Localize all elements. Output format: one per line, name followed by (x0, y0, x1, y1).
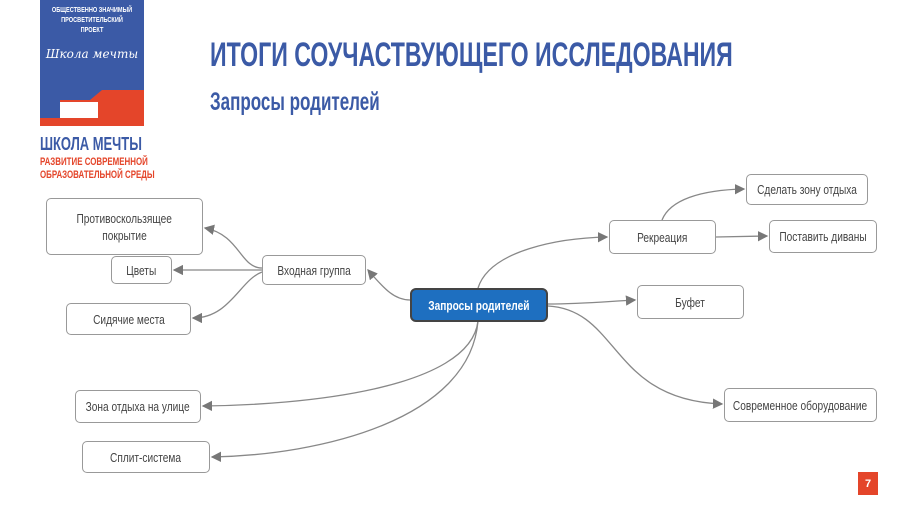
node-label: Противоскользящее (76, 210, 173, 226)
edge (203, 224, 263, 269)
edge (367, 269, 411, 301)
node-equipment[interactable]: Современное оборудование (724, 388, 877, 422)
page-number: 7 (858, 472, 878, 495)
house-icon (40, 90, 144, 126)
edge (210, 320, 479, 463)
node-label: Буфет (675, 294, 706, 310)
logo: ОБЩЕСТВЕННО ЗНАЧИМЫЙ ПРОСВЕТИТЕЛЬСКИЙ ПР… (40, 0, 144, 126)
node-recreation[interactable]: Рекреация (609, 220, 716, 254)
node-label: Поставить диваны (779, 229, 867, 244)
edge (477, 231, 609, 289)
node-center[interactable]: Запросы родителей (410, 288, 548, 322)
node-split-system[interactable]: Сплит-система (82, 441, 210, 473)
logo-script: Школа мечты (45, 47, 139, 61)
node-outdoor-rest[interactable]: Зона отдыха на улице (75, 390, 201, 423)
node-label: Современное оборудование (733, 397, 868, 413)
brand-name: ШКОЛА МЕЧТЫ (40, 134, 142, 154)
edge (661, 184, 746, 221)
node-entry-group[interactable]: Входная группа (262, 255, 366, 285)
node-sofas[interactable]: Поставить диваны (769, 220, 877, 253)
node-buffet[interactable]: Буфет (637, 285, 744, 319)
edge (715, 230, 769, 242)
node-label: Входная группа (277, 262, 351, 278)
node-label: Рекреация (637, 229, 688, 245)
edge (201, 320, 479, 412)
page-subtitle: Запросы родителей (210, 88, 380, 116)
edge (547, 295, 637, 306)
edge (191, 271, 263, 324)
node-label: Зона отдыха на улице (86, 399, 190, 414)
node-rest-zone[interactable]: Сделать зону отдыха (746, 174, 868, 205)
node-label: Сплит-система (110, 449, 182, 465)
node-label: покрытие (102, 227, 147, 243)
logo-tagline: ОБЩЕСТВЕННО ЗНАЧИМЫЙ ПРОСВЕТИТЕЛЬСКИЙ ПР… (51, 7, 133, 34)
node-seating[interactable]: Сидячие места (66, 303, 191, 335)
node-label: Сидячие места (92, 311, 165, 327)
node-flowers[interactable]: Цветы (111, 256, 172, 284)
edge (547, 305, 724, 409)
brand-sub-line: ОБРАЗОВАТЕЛЬНОЙ СРЕДЫ (40, 169, 155, 181)
brand-sub-line: РАЗВИТИЕ СОВРЕМЕННОЙ (40, 156, 148, 168)
node-label: Цветы (126, 262, 157, 278)
node-label: Сделать зону отдыха (757, 182, 857, 197)
page-title: ИТОГИ СОУЧАСТВУЮЩЕГО ИССЛЕДОВАНИЯ (210, 36, 733, 74)
node-label: Запросы родителей (428, 297, 530, 313)
